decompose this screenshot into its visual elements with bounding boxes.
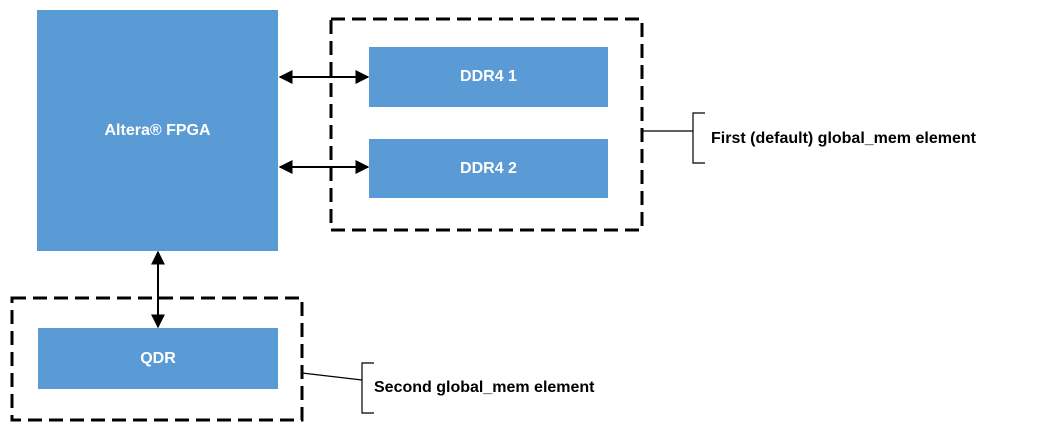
fpga-block: Altera® FPGA [37,10,278,251]
ddr4-2-block: DDR4 2 [369,139,608,198]
ddr4-1-block: DDR4 1 [369,47,608,107]
first-group-bracket [692,112,705,164]
second-group-bracket [361,362,374,414]
first-global-mem-label: First (default) global_mem element [711,130,976,147]
ddr4-2-label: DDR4 2 [460,159,517,177]
second-global-mem-label: Second global_mem element [374,379,595,396]
ddr4-1-label: DDR4 1 [460,68,517,85]
qdr-block: QDR [38,328,278,389]
ddr4-group-boundary [329,17,644,232]
second-group-leader-line [301,372,363,381]
qdr-label: QDR [140,349,176,367]
qdr-group-boundary [10,296,304,422]
fpga-label: Altera® FPGA [104,121,211,139]
